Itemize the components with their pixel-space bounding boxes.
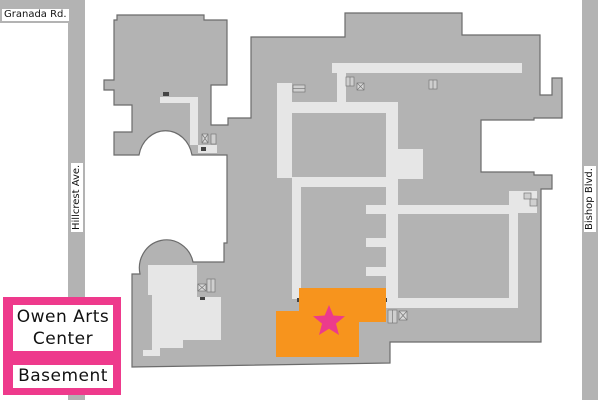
- building-legend: Owen Arts Center Basement: [3, 297, 121, 395]
- building-name-line2: Center: [32, 329, 94, 349]
- building-name-line1: Owen Arts: [16, 307, 110, 327]
- building-footprint: [103, 12, 563, 368]
- elevator-icons: [197, 82, 408, 321]
- star-icon: [313, 305, 345, 335]
- building-name-box: Owen Arts Center: [13, 305, 113, 351]
- street-label-bishop: Bishop Blvd.: [584, 166, 596, 232]
- street-label-granada: Granada Rd.: [2, 9, 69, 21]
- floor-label: Basement: [13, 365, 113, 388]
- stair-icons: [206, 76, 538, 324]
- street-label-hillcrest: Hillcrest Ave.: [71, 162, 83, 232]
